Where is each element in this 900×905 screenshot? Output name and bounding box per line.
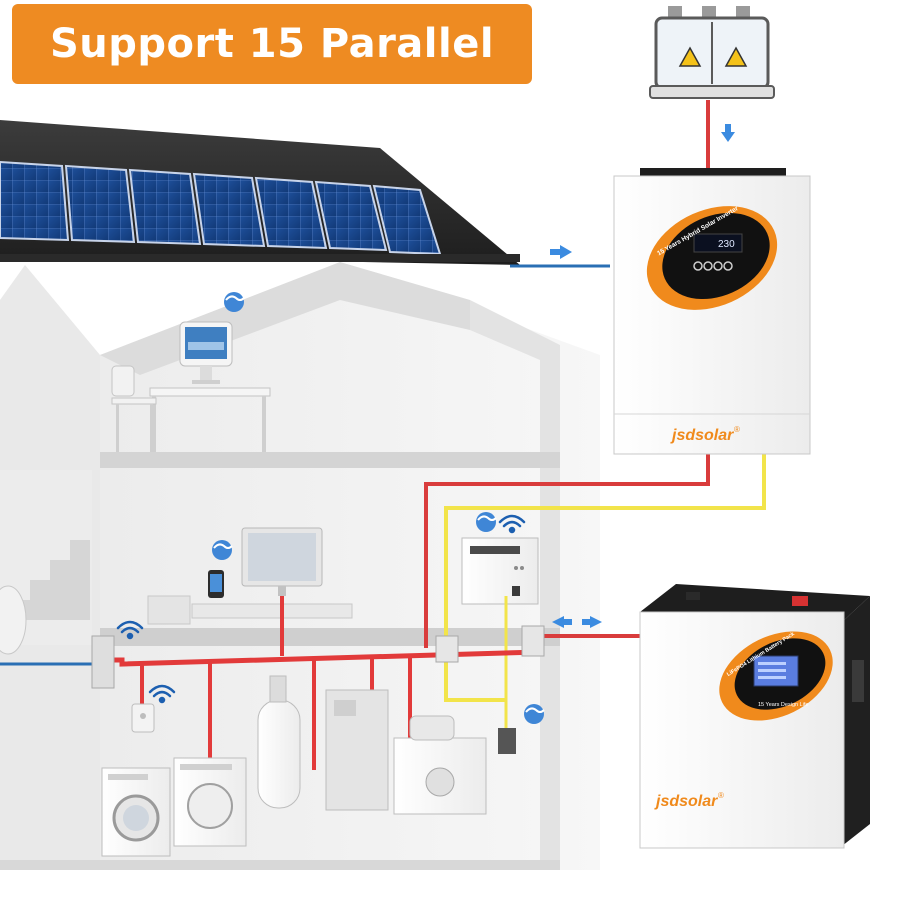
warning-icon bbox=[724, 46, 748, 67]
warning-icon bbox=[678, 46, 702, 67]
wifi-icon bbox=[116, 620, 144, 640]
inverter-brand-registered: ® bbox=[734, 425, 740, 434]
ground-floor-slab bbox=[100, 628, 560, 646]
arrow-down-icon bbox=[721, 124, 735, 142]
ground-line bbox=[0, 860, 560, 870]
television bbox=[241, 527, 323, 596]
house-right-wall bbox=[470, 300, 560, 870]
inverter-brand-logo: jsdsolar bbox=[670, 427, 734, 444]
grid-meter bbox=[649, 6, 775, 99]
boiler bbox=[325, 689, 389, 811]
desktop-monitor bbox=[179, 321, 233, 384]
inverter-lcd-readout: 230 bbox=[718, 239, 735, 250]
breaker-box bbox=[521, 625, 545, 657]
arrow-right-icon bbox=[582, 616, 602, 628]
car-hint bbox=[0, 585, 27, 655]
headline-text: Support 15 Parallel bbox=[49, 21, 495, 67]
solar-panel-array bbox=[0, 160, 442, 256]
solar-panel bbox=[254, 176, 328, 250]
solar-panel bbox=[314, 180, 388, 252]
washing-machine bbox=[101, 767, 171, 857]
roof-edge bbox=[0, 254, 520, 262]
dc-cable-inverter bbox=[444, 452, 766, 702]
battery-design-life: 15 Years Design Life bbox=[758, 702, 808, 708]
solar-panel bbox=[192, 172, 266, 248]
smartphone bbox=[208, 570, 224, 598]
solar-panel bbox=[64, 164, 136, 244]
arrow-left-icon bbox=[552, 616, 572, 628]
desk bbox=[149, 387, 271, 397]
tv-stand bbox=[191, 603, 353, 619]
appliances bbox=[101, 675, 487, 857]
inverter-button bbox=[723, 261, 733, 271]
inverter-lcd bbox=[693, 233, 743, 253]
wall-controller bbox=[461, 537, 539, 605]
inverter-button bbox=[703, 261, 713, 271]
ground-box bbox=[498, 728, 516, 754]
living-room bbox=[147, 527, 539, 625]
lithium-battery bbox=[639, 584, 870, 849]
headline-banner: Support 15 Parallel bbox=[12, 4, 532, 84]
inverter-button bbox=[713, 261, 723, 271]
wifi-icon bbox=[498, 514, 526, 534]
globe-icon bbox=[524, 704, 545, 724]
dryer bbox=[173, 757, 247, 847]
roof bbox=[0, 120, 520, 265]
globe-icon bbox=[212, 540, 233, 560]
inverter-button bbox=[693, 261, 703, 271]
stairs bbox=[10, 540, 90, 620]
water-heater bbox=[257, 675, 301, 809]
attic-office bbox=[111, 321, 271, 452]
ac-output-cable bbox=[424, 452, 710, 648]
smart-plug bbox=[131, 703, 155, 733]
wiring bbox=[0, 100, 766, 770]
globe-icon bbox=[476, 512, 497, 532]
house bbox=[0, 262, 600, 870]
breaker-box bbox=[91, 635, 115, 689]
chair bbox=[111, 365, 157, 452]
solar-panel bbox=[0, 160, 70, 242]
wifi-icon bbox=[148, 684, 176, 704]
battery-brand-logo: jsdsolar bbox=[654, 793, 718, 810]
arrow-right-icon bbox=[550, 245, 572, 259]
hybrid-inverter bbox=[613, 168, 811, 455]
solar-panel bbox=[128, 168, 202, 246]
battery-brand-registered: ® bbox=[718, 791, 724, 800]
heat-pump bbox=[393, 715, 487, 815]
globe-icon bbox=[224, 292, 245, 312]
breaker-box bbox=[435, 635, 459, 663]
house-back-wall bbox=[100, 268, 600, 870]
first-floor-slab bbox=[100, 452, 560, 468]
